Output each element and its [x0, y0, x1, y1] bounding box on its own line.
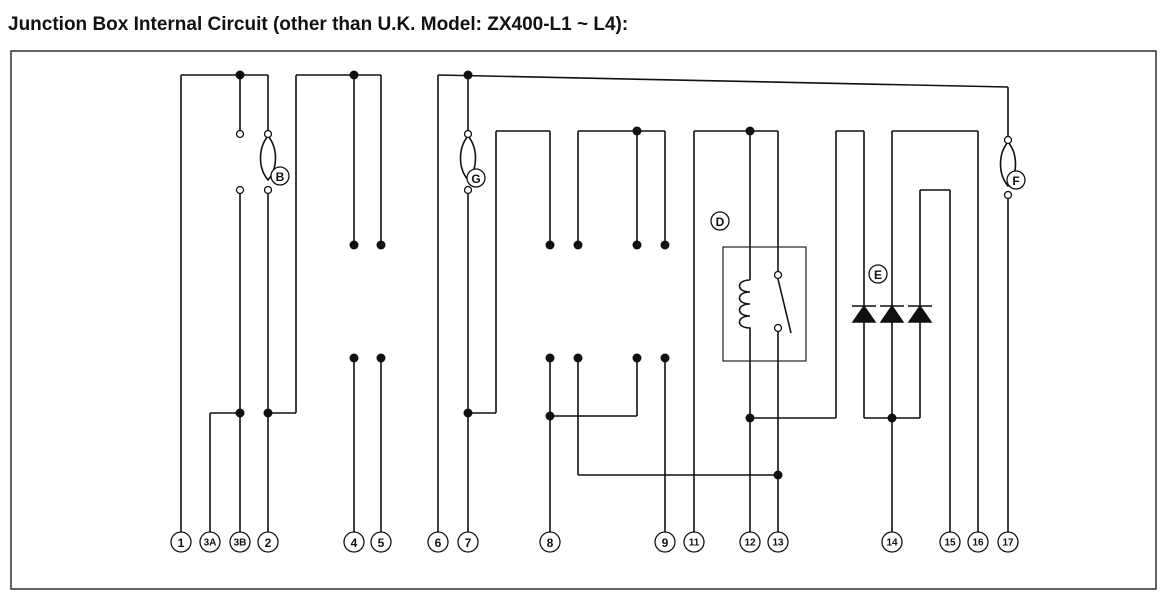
svg-text:8: 8 — [547, 536, 554, 550]
svg-text:15: 15 — [944, 538, 956, 549]
fuse-terminal — [463, 185, 473, 195]
terminal-11: 11 — [683, 531, 705, 553]
terminal-14: 14 — [881, 531, 903, 553]
terminal-13: 13 — [767, 531, 789, 553]
junction-dot — [745, 126, 755, 136]
junction-dot — [463, 70, 473, 80]
svg-text:16: 16 — [972, 538, 984, 549]
junction-dot — [745, 413, 755, 423]
circuit-group-4-5 — [349, 70, 386, 532]
connector-pin — [545, 240, 555, 250]
svg-text:9: 9 — [662, 536, 669, 550]
fuse-g-label — [466, 168, 486, 188]
svg-text:11: 11 — [689, 538, 700, 549]
svg-text:6: 6 — [435, 536, 442, 550]
svg-text:3B: 3B — [234, 538, 247, 549]
terminal-4: 4 — [343, 531, 365, 553]
relay-d-text: D — [716, 215, 725, 229]
fuse-terminal — [1003, 190, 1013, 200]
junction-dot — [632, 126, 642, 136]
connector-pin — [632, 240, 642, 250]
diodes-e-text: E — [874, 268, 882, 282]
junction-dot — [887, 413, 897, 423]
svg-text:14: 14 — [886, 538, 898, 549]
svg-text:13: 13 — [772, 538, 784, 549]
svg-text:12: 12 — [744, 538, 756, 549]
junction-dot — [235, 408, 245, 418]
junction-dot — [545, 411, 555, 421]
diode — [907, 304, 933, 323]
terminal-9: 9 — [654, 531, 676, 553]
fuse-terminal — [263, 129, 273, 139]
fuse-terminal — [1003, 135, 1013, 145]
connector-pin — [660, 240, 670, 250]
connector-pin — [349, 240, 359, 250]
terminal-6: 6 — [427, 531, 449, 553]
relay-contact — [773, 323, 783, 333]
svg-text:4: 4 — [351, 536, 358, 550]
terminal-15: 15 — [939, 531, 961, 553]
fuse-terminal — [263, 185, 273, 195]
fuse-terminal — [463, 129, 473, 139]
open-contact — [235, 129, 245, 139]
terminal-3a: 3A — [199, 531, 221, 553]
terminal-1: 1 — [170, 531, 192, 553]
terminal-2: 2 — [257, 531, 279, 553]
fuse-g-text: G — [471, 172, 480, 186]
circuit-group-relay: D — [693, 126, 864, 532]
terminal-17: 17 — [997, 531, 1019, 553]
terminal-3b: 3B — [229, 531, 251, 553]
svg-text:2: 2 — [265, 536, 272, 550]
junction-dot — [349, 70, 359, 80]
junction-dot — [263, 408, 273, 418]
open-contact — [235, 185, 245, 195]
fuse-b-label — [270, 166, 290, 186]
fuse-f-label — [1006, 170, 1026, 190]
svg-text:5: 5 — [378, 536, 385, 550]
svg-text:1: 1 — [178, 536, 185, 550]
terminal-8: 8 — [539, 531, 561, 553]
relay-d-label — [710, 211, 730, 231]
junction-dot — [463, 408, 473, 418]
diagram-frame — [10, 50, 1157, 590]
svg-text:17: 17 — [1002, 538, 1014, 549]
connector-pin — [376, 240, 386, 250]
fuse-f-text: F — [1012, 174, 1019, 188]
terminal-7: 7 — [457, 531, 479, 553]
circuit-group-8-9 — [545, 126, 783, 532]
svg-text:3A: 3A — [204, 538, 217, 549]
terminal-5: 5 — [370, 531, 392, 553]
circuit-group-6-7-17: G F — [437, 70, 1026, 532]
connector-pin — [573, 240, 583, 250]
fuse-b-text: B — [276, 170, 285, 184]
terminal-16: 16 — [967, 531, 989, 553]
junction-dot — [235, 70, 245, 80]
terminal-row: 1 3A 3B 2 4 5 6 7 8 9 11 12 13 14 15 16 … — [170, 531, 1019, 553]
relay-d-box — [722, 246, 807, 362]
circuit-group-diodes: E — [851, 130, 979, 532]
circuit-group-1-2: B — [180, 70, 381, 532]
diodes-e-label — [868, 264, 888, 284]
diode — [851, 304, 877, 323]
relay-contact — [773, 270, 783, 280]
terminal-12: 12 — [739, 531, 761, 553]
diagram-title: Junction Box Internal Circuit (other tha… — [8, 14, 629, 35]
diode — [879, 304, 905, 323]
svg-text:7: 7 — [465, 536, 472, 550]
